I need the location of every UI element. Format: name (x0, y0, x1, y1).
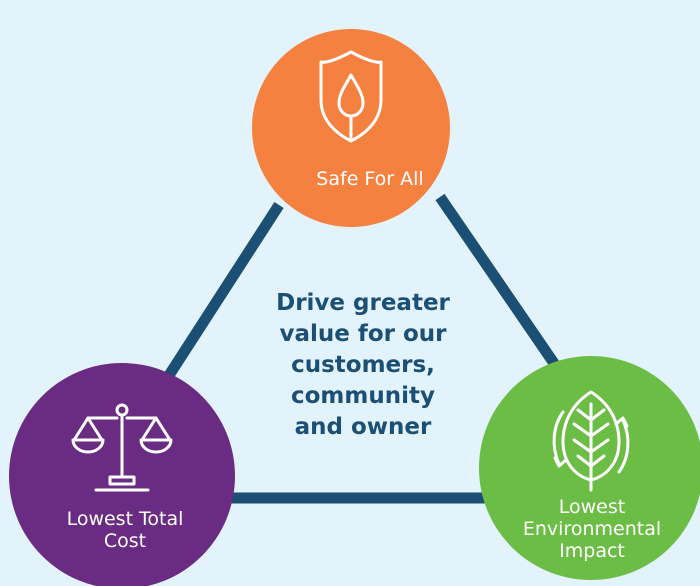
node-lowest-total-cost (9, 363, 235, 586)
edge-safe-env (435, 193, 565, 376)
safe-for-all-label: Safe For All (316, 168, 424, 190)
node-lowest-environmental-impact (479, 356, 700, 580)
lowest-environmental-impact-label: Lowest Environmental Impact (522, 496, 662, 562)
shield-drop-icon (319, 50, 383, 143)
center-statement: Drive greater value for our customers, c… (276, 290, 450, 440)
lowest-total-cost-label: Lowest Total Cost (66, 508, 184, 552)
edge-safe-cost (161, 202, 284, 383)
triangle-edges (161, 193, 565, 504)
balance-scale-icon (71, 403, 173, 492)
recycle-leaf-icon (552, 390, 630, 492)
node-safe-for-all (252, 29, 450, 227)
